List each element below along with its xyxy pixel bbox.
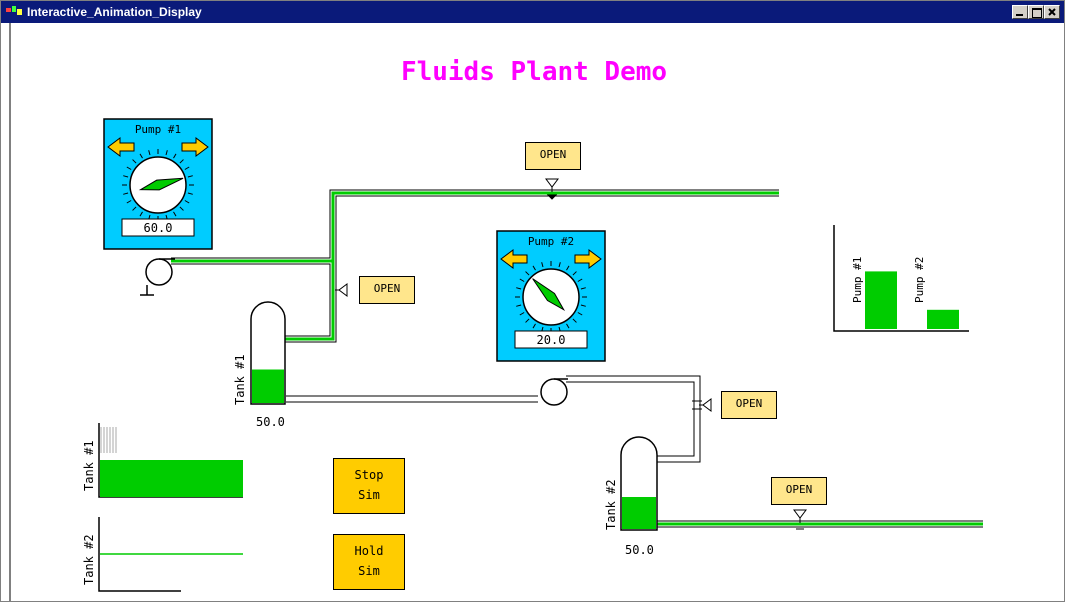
maximize-button[interactable] [1028, 5, 1044, 19]
minimize-button[interactable] [1012, 5, 1028, 19]
hold-sim-button[interactable]: Hold Sim [333, 534, 405, 590]
trend-tank-2-axes [98, 517, 181, 592]
stop-sim-label-line2: Sim [358, 488, 380, 502]
pump-1-needle-icon [138, 177, 184, 191]
pump-2-decrease-arrow-icon[interactable] [500, 249, 528, 269]
pump-2-symbol[interactable] [540, 378, 568, 406]
minimize-icon [1016, 14, 1023, 16]
pump-2-needle-icon [532, 278, 566, 312]
bar-pump-2 [927, 309, 959, 329]
valve-bottom-open-button[interactable]: OPEN [771, 477, 827, 505]
bar-pump-1 [865, 271, 897, 329]
stop-sim-button[interactable]: Stop Sim [333, 458, 405, 514]
page-title: Fluids Plant Demo [401, 57, 667, 87]
pump-2-increase-arrow-icon[interactable] [574, 249, 602, 269]
tank-1-value: 50.0 [256, 415, 285, 429]
trend-tank-2: Tank #2 [82, 517, 243, 592]
pump-1-symbol[interactable] [140, 258, 175, 296]
display-canvas: Fluids Plant Demo [9, 23, 1058, 601]
hold-sim-label-line1: Hold [354, 544, 384, 558]
tank-2-value: 50.0 [625, 543, 654, 557]
maximize-icon [1032, 8, 1042, 18]
close-button[interactable] [1044, 5, 1060, 19]
pump-bar-chart: Pump #1 Pump #2 [833, 225, 969, 332]
pump-1-increase-arrow-icon[interactable] [181, 137, 209, 157]
trend-tank-2-label: Tank #2 [82, 534, 96, 585]
tank-2: Tank #2 50.0 [604, 436, 658, 557]
trend-tank-1-history-icon [100, 427, 117, 453]
pipe-network [171, 189, 983, 528]
trend-tank-1-fill [100, 460, 243, 497]
tank-1-label: Tank #1 [233, 354, 247, 405]
pump-1-value: 60.0 [144, 221, 173, 235]
pump-1-panel: Pump #1 60.0 [103, 118, 213, 250]
hold-sim-label-line2: Sim [358, 564, 380, 578]
valve-top-symbol[interactable] [545, 178, 559, 200]
valve-top-open-button[interactable]: OPEN [525, 142, 581, 170]
pump-2-panel: Pump #2 20.0 [496, 230, 606, 362]
valve-mid-symbol[interactable] [335, 283, 348, 297]
chart-axes [833, 225, 969, 332]
app-icon [6, 6, 22, 15]
stop-sim-label-line1: Stop [354, 468, 384, 482]
close-icon [1048, 8, 1056, 16]
tank-1: Tank #1 50.0 [233, 301, 286, 429]
trend-tank-1-label: Tank #1 [82, 440, 96, 491]
valve-bottom-symbol[interactable] [793, 509, 807, 530]
valve-right-symbol[interactable] [692, 398, 712, 412]
bar-label-pump-2: Pump #2 [913, 257, 926, 303]
valve-right-open-button[interactable]: OPEN [721, 391, 777, 419]
title-bar[interactable]: Interactive_Animation_Display [1, 1, 1064, 23]
pump-2-label: Pump #2 [528, 235, 574, 248]
pump-2-value: 20.0 [537, 333, 566, 347]
pump-1-label: Pump #1 [135, 123, 181, 136]
tank-2-label: Tank #2 [604, 479, 618, 530]
valve-mid-open-button[interactable]: OPEN [359, 276, 415, 304]
window-title: Interactive_Animation_Display [27, 5, 202, 19]
trend-tank-1: Tank #1 [82, 423, 243, 498]
bar-label-pump-1: Pump #1 [851, 257, 864, 303]
pump-1-decrease-arrow-icon[interactable] [107, 137, 135, 157]
